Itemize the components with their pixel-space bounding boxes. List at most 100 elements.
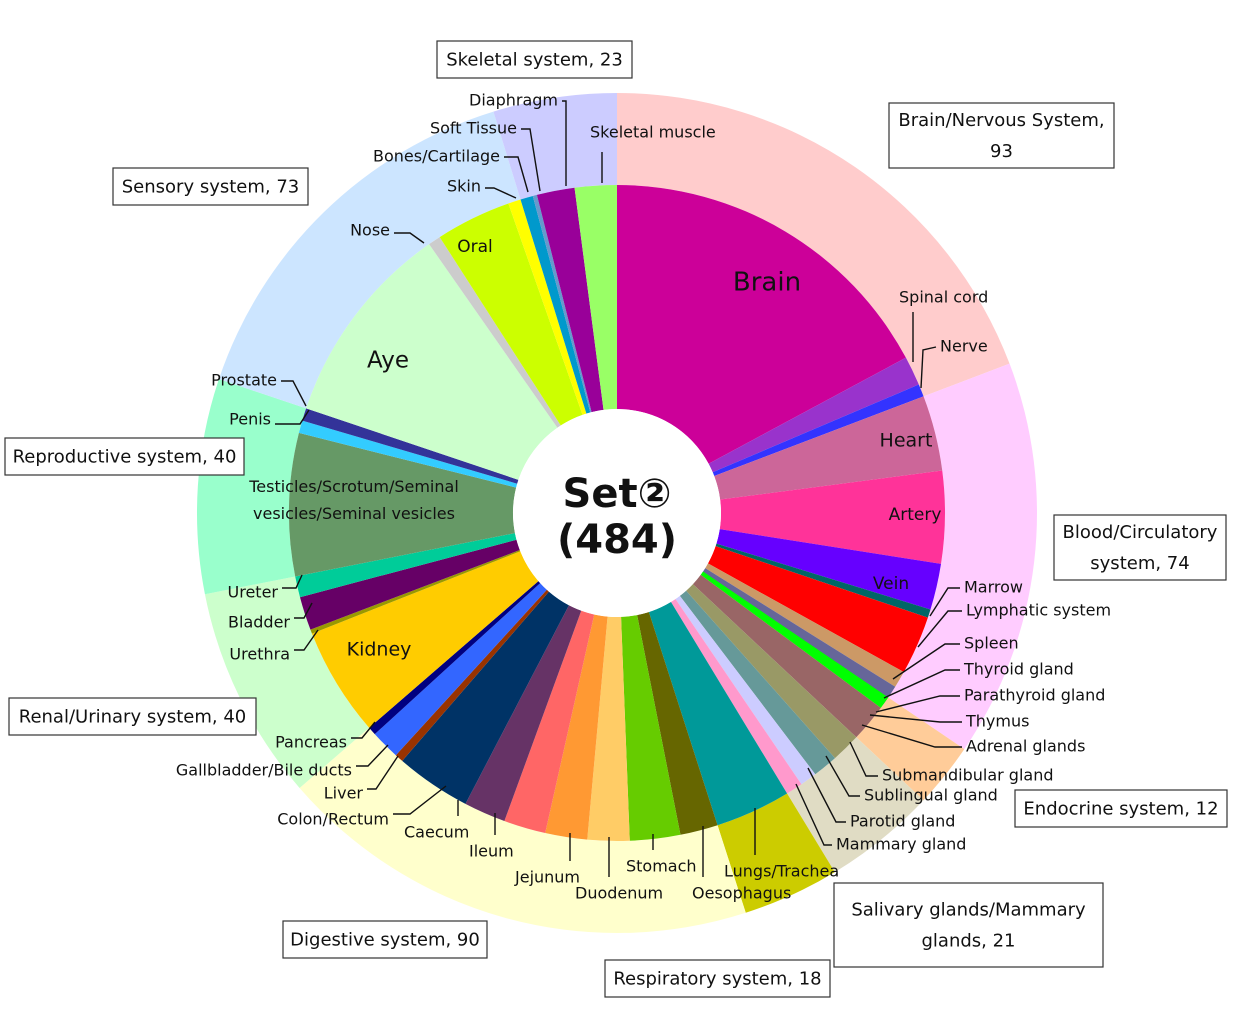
- slice-label-oral: Oral: [457, 237, 493, 257]
- outer-slice-sensory-system-73: [218, 111, 521, 409]
- inner-slice-caecum: [465, 605, 582, 822]
- slice-label-lymphatic-system: Lymphatic system: [966, 601, 1111, 620]
- category-label-skeletal-system-23: Skeletal system, 23: [446, 50, 623, 71]
- center-hole: [513, 409, 721, 617]
- inner-slice-prostate: [302, 408, 519, 484]
- slice-label-vein: Vein: [873, 574, 909, 594]
- category-label-renal-urinary-system-40: Renal/Urinary system, 40: [19, 707, 247, 728]
- leader-line-marrow: [929, 587, 960, 617]
- slice-label-ileum: Ileum: [469, 842, 514, 861]
- inner-slice-parotid-gland: [675, 595, 816, 785]
- slice-label-skin: Skin: [447, 177, 481, 196]
- leader-line-parathyroid-gland: [875, 695, 960, 713]
- leader-line-colon-rectum: [393, 785, 447, 815]
- slice-label-ureter: Ureter: [228, 583, 279, 602]
- slice-label-aye: Aye: [367, 348, 409, 374]
- leader-line-pancreas: [351, 721, 376, 739]
- inner-slice-oesophagus: [637, 611, 718, 835]
- inner-slice-marrow: [715, 543, 931, 618]
- inner-slice-bones-cartilage: [520, 195, 591, 414]
- inner-slice-vein: [716, 529, 942, 610]
- slice-label-soft-tissue: Soft Tissue: [430, 119, 517, 138]
- inner-slice-adrenal-glands: [692, 574, 881, 738]
- inner-slice-heart: [714, 396, 943, 500]
- category-label-digestive-system-90: Digestive system, 90: [290, 930, 480, 951]
- inner-slice-lymphatic-system: [707, 546, 928, 673]
- leader-line-adrenal-glands: [861, 724, 962, 748]
- slice-label-pancreas: Pancreas: [275, 733, 347, 752]
- outer-slice-respiratory-system-18: [717, 793, 835, 913]
- slice-label-lungs-trachea: Lungs/Trachea: [724, 862, 839, 881]
- inner-slice-soft-tissue: [532, 194, 592, 413]
- inner-slice-lungs-trachea: [648, 601, 788, 826]
- outer-slice-digestive-system-90: [299, 727, 746, 933]
- leader-line-nose: [394, 232, 425, 244]
- category-label-sensory-system-73: Sensory system, 73: [122, 177, 300, 198]
- leader-line-bladder: [294, 602, 313, 619]
- slice-label-oesophagus: Oesophagus: [692, 884, 791, 903]
- inner-slice-oral: [439, 203, 583, 426]
- slice-label-jejunum: Jejunum: [514, 868, 580, 887]
- category-label-respiratory-system-18: Respiratory system, 18: [613, 969, 821, 990]
- leader-line-ureter: [282, 574, 303, 589]
- inner-slice-diaphragm: [536, 187, 604, 413]
- inner-slice-pancreas: [369, 581, 541, 735]
- slice-label-sublingual-gland: Sublingual gland: [864, 786, 998, 805]
- center-title: Set②: [563, 471, 672, 517]
- center-total: (484): [557, 517, 677, 563]
- slice-label-parathyroid-gland: Parathyroid gland: [964, 686, 1105, 705]
- slice-label-stomach: Stomach: [626, 857, 697, 876]
- slice-label-nose: Nose: [350, 221, 390, 240]
- inner-slice-brain: [617, 185, 906, 464]
- inner-slice-nose: [429, 237, 561, 428]
- inner-slice-thymus: [700, 571, 889, 708]
- category-box-sensory-system-73: Sensory system, 73: [112, 167, 309, 206]
- category-label-reproductive-system-40: Reproductive system, 40: [13, 447, 237, 468]
- inner-slice-bladder: [299, 539, 520, 630]
- leader-line-nerve: [920, 346, 937, 389]
- slice-label-parotid-gland: Parotid gland: [850, 812, 955, 831]
- inner-slice-liver: [395, 589, 549, 761]
- inner-slice-ileum: [504, 610, 595, 834]
- slice-label-submandibular-gland: Submandibular gland: [882, 766, 1054, 785]
- slice-label-nerve: Nerve: [940, 337, 988, 356]
- slice-label-spleen: Spleen: [964, 634, 1019, 653]
- leader-line-bones-cartilage: [504, 156, 529, 193]
- inner-slice-urethra: [310, 549, 521, 634]
- category-box-renal-urinary-system-40: Renal/Urinary system, 40: [8, 697, 257, 736]
- leader-line-parotid-gland: [807, 767, 846, 823]
- inner-slice-colon-rectum: [402, 591, 569, 804]
- leader-line-lymphatic-system: [917, 610, 962, 648]
- leader-line-thyroid-gland: [883, 669, 960, 699]
- slice-label-caecum: Caecum: [404, 823, 469, 842]
- inner-slice-duodenum: [587, 616, 630, 841]
- slice-label-brain: Brain: [733, 268, 801, 298]
- inner-slice-nerve: [712, 384, 924, 477]
- slice-label-bones-cartilage: Bones/Cartilage: [373, 147, 500, 166]
- leader-line-spleen: [892, 643, 960, 680]
- slice-label-colon-rectum: Colon/Rectum: [277, 810, 389, 829]
- slice-label-duodenum: Duodenum: [575, 884, 663, 903]
- slice-label-prostate: Prostate: [211, 371, 277, 390]
- leader-line-sublingual-gland: [825, 755, 860, 797]
- slice-label-marrow: Marrow: [964, 578, 1023, 597]
- slice-label-thyroid-gland: Thyroid gland: [963, 660, 1074, 679]
- slice-label-diaphragm: Diaphragm: [469, 91, 558, 110]
- slice-label-penis: Penis: [229, 410, 271, 429]
- slice-label-gallbladder-bile-ducts: Gallbladder/Bile ducts: [176, 761, 352, 780]
- category-box-digestive-system-90: Digestive system, 90: [282, 920, 488, 959]
- leader-line-prostate: [281, 380, 307, 407]
- leader-line-liver: [367, 755, 399, 790]
- leader-line-penis: [275, 409, 310, 425]
- inner-slice-jejunum: [545, 614, 608, 840]
- slice-label-skeletal-muscle: Skeletal muscle: [590, 123, 716, 142]
- category-label-endocrine-system-12: Endocrine system, 12: [1023, 799, 1218, 820]
- slice-label-artery: Artery: [889, 505, 942, 525]
- outer-slice-renal-urinary-system-40: [204, 576, 370, 789]
- inner-slice-mammary-gland: [670, 599, 802, 794]
- leader-line-skin: [485, 187, 517, 199]
- inner-slice-submandibular-gland: [686, 584, 857, 759]
